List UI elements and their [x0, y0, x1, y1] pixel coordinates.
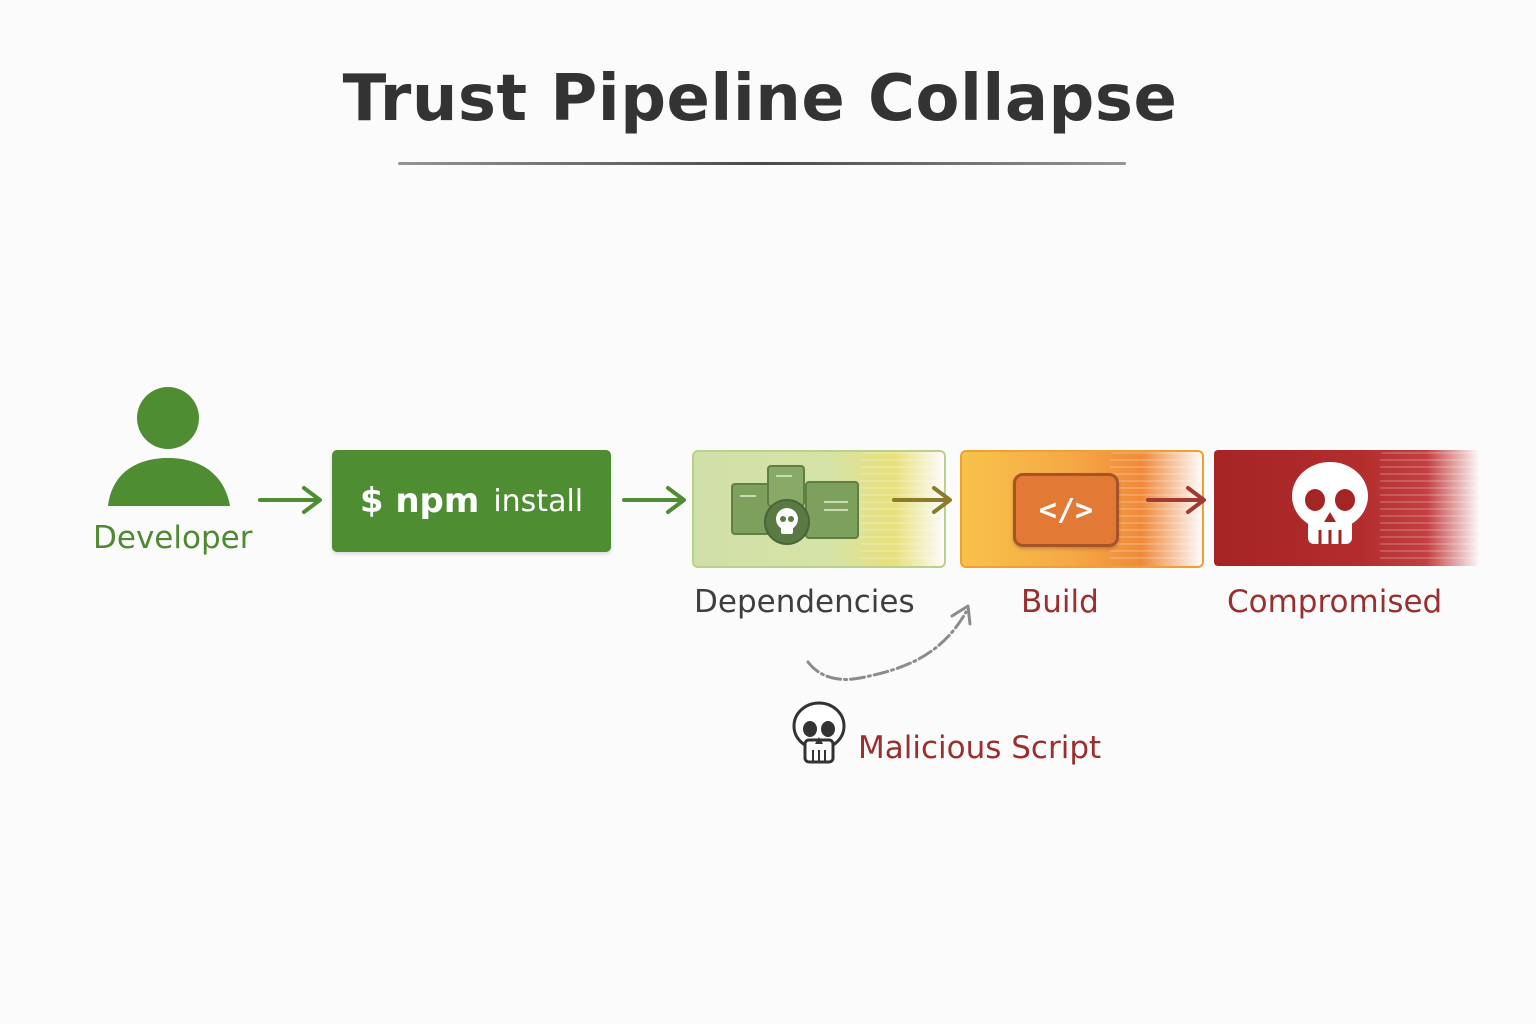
build-streaks — [1110, 452, 1200, 562]
arrow-developer-to-npm — [258, 486, 322, 514]
title-underline — [398, 162, 1126, 165]
arrow-npm-to-dependencies — [622, 486, 686, 514]
packages-skull-icon — [731, 465, 859, 545]
skull-icon — [1292, 462, 1368, 544]
npm-argument: install — [493, 483, 584, 519]
injection-arrow — [806, 604, 972, 681]
npm-install-command: $ npm install — [332, 450, 611, 552]
diagram-title: Trust Pipeline Collapse — [342, 62, 1178, 136]
developer-label: Developer — [93, 520, 253, 556]
malicious-skull-icon — [792, 701, 846, 764]
dependencies-streaks — [860, 452, 940, 562]
arrow-build-to-compromised — [1146, 486, 1206, 514]
build-label: Build — [1021, 584, 1099, 620]
arrow-dependencies-to-build — [892, 486, 952, 514]
compromised-label: Compromised — [1227, 584, 1443, 620]
dependencies-label: Dependencies — [694, 584, 915, 620]
npm-command: $ npm — [359, 481, 480, 521]
malicious-script-label: Malicious Script — [858, 730, 1102, 766]
compromised-streaks — [1380, 452, 1480, 564]
code-icon: </> — [1013, 473, 1119, 547]
user-icon — [108, 387, 230, 506]
